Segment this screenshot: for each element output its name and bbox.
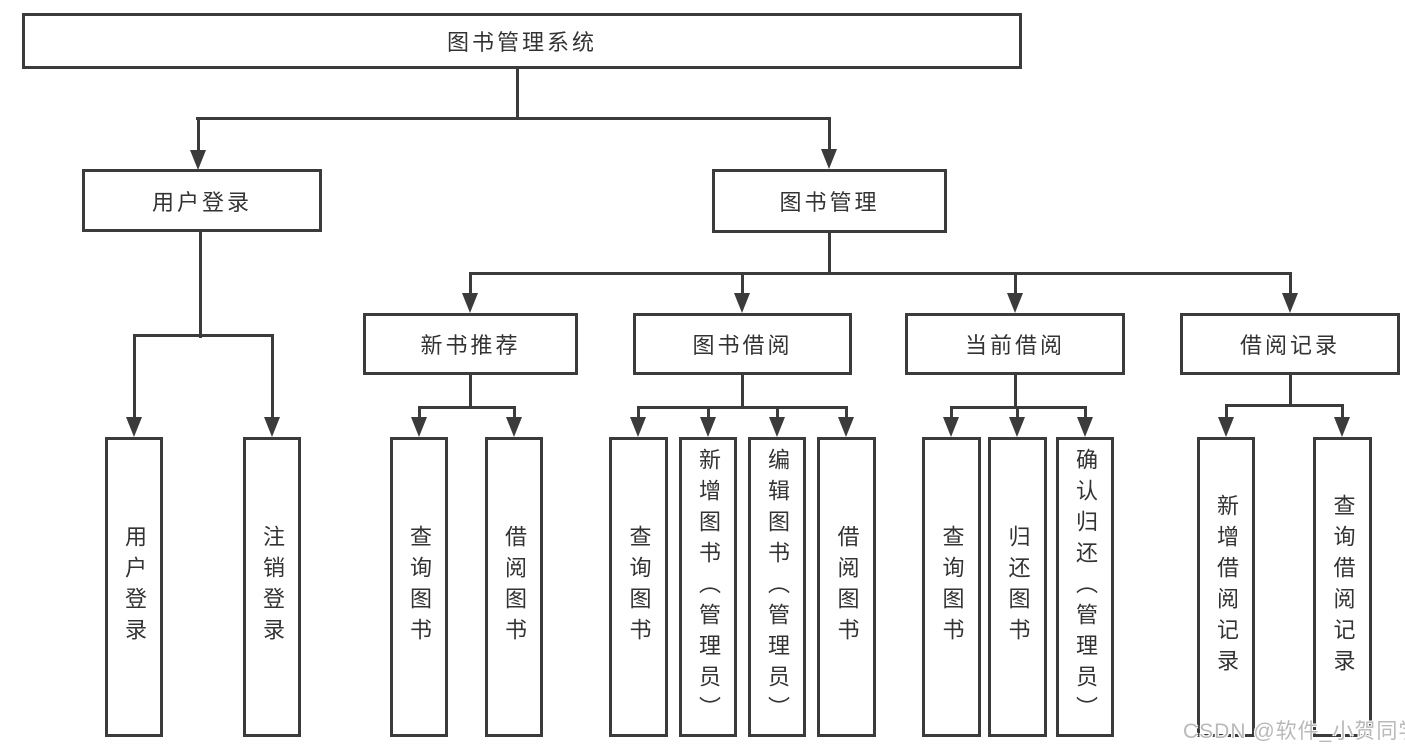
arrow-down-icon: [264, 417, 280, 437]
node-current-borrowing-label: 当前借阅: [964, 333, 1065, 358]
arrow-down-icon: [700, 417, 716, 437]
connector-level1-rail: [196, 117, 831, 120]
leaf-newbook-query-books: 查询图书: [390, 437, 448, 737]
connector-to-borrowing: [740, 272, 744, 298]
node-current-borrowing: 当前借阅: [905, 313, 1125, 375]
connector-new-book-rail: [417, 406, 516, 409]
connector-to-nb-borrow: [512, 406, 516, 422]
root-node-label: 图书管理系统: [446, 30, 597, 55]
connector-to-records: [1288, 272, 1292, 298]
connector-to-bb-borrow: [844, 406, 848, 422]
arrow-down-icon: [769, 417, 785, 437]
node-book-borrowing-label: 图书借阅: [692, 333, 793, 358]
connector-book-mgmt-stem: [827, 233, 831, 275]
connector-root-stem: [516, 69, 519, 120]
node-borrow-records: 借阅记录: [1180, 313, 1400, 375]
connector-to-cb-confirm: [1083, 406, 1087, 422]
node-borrow-records-label: 借阅记录: [1239, 333, 1340, 358]
connector-to-bb-edit: [775, 406, 779, 422]
arrow-down-icon: [1218, 417, 1234, 437]
leaf-records-query-record: 查询借阅记录: [1313, 437, 1372, 737]
connector-new-book-stem: [468, 375, 472, 409]
leaf-logout: 注销登录: [243, 437, 301, 737]
node-user-login: 用户登录: [82, 169, 322, 232]
leaf-current-confirm-return-admin: 确认归还（管理员）: [1056, 437, 1114, 737]
leaf-current-return-books-label: 归还图书: [1005, 525, 1031, 649]
leaf-logout-label: 注销登录: [260, 525, 285, 649]
leaf-records-query-record-label: 查询借阅记录: [1330, 494, 1356, 680]
arrow-down-icon: [506, 417, 522, 437]
leaf-current-query-books-label: 查询图书: [939, 525, 965, 649]
arrow-down-icon: [943, 417, 959, 437]
node-user-login-label: 用户登录: [151, 189, 252, 215]
connector-to-bb-add: [706, 406, 710, 422]
leaf-borrowing-edit-books-admin: 编辑图书（管理员）: [748, 437, 806, 737]
node-book-management-label: 图书管理: [779, 190, 880, 215]
arrow-down-icon: [462, 293, 478, 313]
arrow-down-icon: [838, 417, 854, 437]
connector-to-cb-query: [949, 406, 953, 422]
connector-to-nb-query: [417, 406, 421, 422]
connector-to-current: [1013, 272, 1017, 298]
arrow-down-icon: [821, 149, 837, 169]
node-book-management: 图书管理: [712, 169, 947, 233]
connector-borrowing-stem: [741, 375, 744, 409]
connector-to-leaf-login: [132, 334, 136, 420]
connector-records-stem: [1288, 375, 1292, 407]
arrow-down-icon: [1282, 293, 1298, 313]
connector-to-leaf-logout: [270, 334, 274, 420]
leaf-user-login: 用户登录: [105, 437, 163, 737]
connector-to-new-book: [468, 272, 472, 298]
leaf-current-confirm-return-admin-label: 确认归还（管理员）: [1073, 447, 1098, 727]
arrow-down-icon: [411, 417, 427, 437]
connector-to-br-add: [1224, 404, 1228, 422]
node-new-book-recommend: 新书推荐: [363, 313, 578, 375]
leaf-records-add-record-label: 新增借阅记录: [1214, 494, 1239, 680]
leaf-borrowing-query-books: 查询图书: [609, 437, 668, 737]
leaf-borrowing-edit-books-admin-label: 编辑图书（管理员）: [765, 447, 790, 727]
leaf-borrowing-add-books-admin-label: 新增图书（管理员）: [696, 447, 721, 727]
leaf-borrowing-query-books-label: 查询图书: [626, 525, 652, 649]
leaf-newbook-borrow-books-label: 借阅图书: [502, 525, 527, 649]
arrow-down-icon: [630, 417, 646, 437]
leaf-borrowing-borrow-books: 借阅图书: [817, 437, 876, 737]
connector-user-login-rail: [132, 334, 274, 337]
connector-to-br-query: [1340, 404, 1344, 422]
root-node-library-system: 图书管理系统: [22, 13, 1022, 69]
leaf-current-query-books: 查询图书: [922, 437, 981, 737]
csdn-watermark: CSDN @软件_小贺同学: [1183, 720, 1405, 743]
leaf-newbook-query-books-label: 查询图书: [407, 525, 432, 649]
connector-current-stem: [1013, 375, 1017, 409]
arrow-down-icon: [1007, 293, 1023, 313]
leaf-borrowing-add-books-admin: 新增图书（管理员）: [679, 437, 737, 737]
connector-to-user-login: [196, 117, 200, 154]
node-new-book-recommend-label: 新书推荐: [420, 333, 521, 358]
arrow-down-icon: [1077, 417, 1093, 437]
connector-records-rail: [1224, 404, 1344, 407]
leaf-newbook-borrow-books: 借阅图书: [485, 437, 543, 737]
node-book-borrowing: 图书借阅: [633, 313, 852, 375]
leaf-user-login-label: 用户登录: [122, 525, 147, 649]
arrow-down-icon: [190, 150, 206, 170]
connector-to-cb-return: [1015, 406, 1019, 422]
arrow-down-icon: [734, 293, 750, 313]
arrow-down-icon: [1334, 417, 1350, 437]
arrow-down-icon: [1009, 417, 1025, 437]
leaf-current-return-books: 归还图书: [988, 437, 1047, 737]
leaf-borrowing-borrow-books-label: 借阅图书: [834, 525, 860, 649]
connector-to-book-mgmt: [827, 117, 831, 153]
connector-to-bb-query: [636, 406, 640, 422]
connector-borrowing-rail: [636, 406, 848, 409]
arrow-down-icon: [126, 417, 142, 437]
leaf-records-add-record: 新增借阅记录: [1197, 437, 1255, 737]
connector-user-login-stem: [198, 232, 202, 338]
connector-level3-rail: [468, 272, 1291, 275]
